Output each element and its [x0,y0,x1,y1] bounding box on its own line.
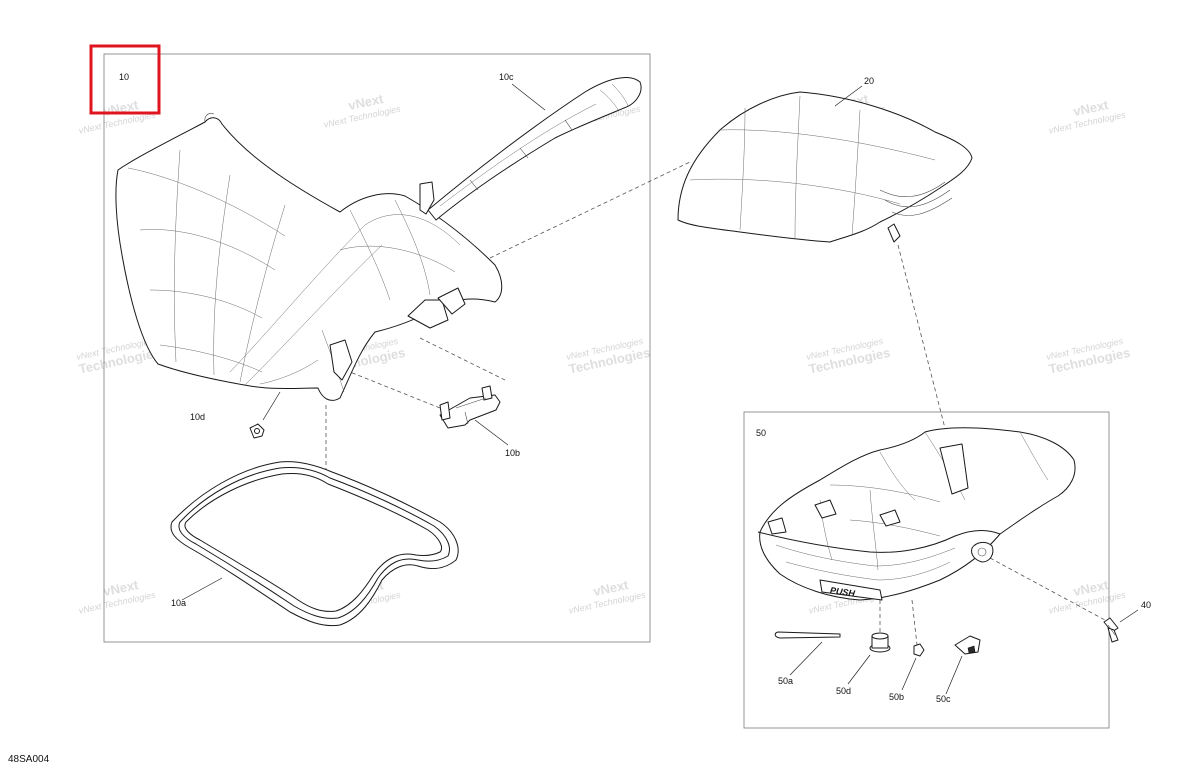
leader-20 [834,85,863,107]
highlight-box[interactable] [89,44,161,115]
rail-part-10c[interactable] [419,77,642,221]
leader-10a [181,577,223,601]
diagram-id: 48SA004 [8,754,50,765]
seal-part-10a[interactable] [170,461,459,627]
callout-50c[interactable]: 50c [936,694,951,704]
callout-10d[interactable]: 10d [190,412,205,422]
callout-10a[interactable]: 10a [171,598,186,608]
svg-text:vNext: vNext [592,577,630,599]
svg-text:vNext: vNext [102,577,140,599]
bolt-part-40[interactable] [1103,617,1119,643]
leader-10b [474,419,509,446]
leader-50d [847,654,871,685]
seat-part[interactable] [115,113,503,401]
callout-10[interactable]: 10 [119,72,129,82]
callout-10b[interactable]: 10b [505,448,520,458]
callout-50a[interactable]: 50a [778,676,793,686]
storage-bin-part-50[interactable]: PUSH [757,427,1076,601]
svg-text:vNext: vNext [1072,577,1110,599]
leader-50b [901,657,917,691]
callout-50b[interactable]: 50b [889,692,904,702]
nut-part-50b[interactable] [913,643,925,657]
callout-20[interactable]: 20 [864,76,874,86]
clip-part-10d[interactable] [249,423,265,439]
callout-10c[interactable]: 10c [499,72,514,82]
watermark: vNext vNext Technologies [78,577,157,616]
watermark: vNext Technologies Technologies [805,336,891,377]
latch-part-10b[interactable] [439,385,501,429]
leader-10d [262,391,281,421]
rivet-part-50d[interactable] [869,632,891,653]
leader-10c [511,83,546,111]
callout-40[interactable]: 40 [1141,600,1151,610]
bracket-part-50c[interactable] [954,635,981,655]
leader-50a [789,641,823,676]
rod-part-50a[interactable] [774,631,841,639]
svg-text:vNext: vNext [1072,97,1110,119]
watermark: vNext vNext Technologies [568,577,647,616]
seat-assembly-frame [103,53,651,643]
storage-bin-frame [743,411,1110,729]
svg-text:vNext: vNext [347,91,385,113]
callout-50d[interactable]: 50d [836,686,851,696]
watermark: vNext vNext Technologies [323,91,402,130]
leader-50c [945,655,963,695]
watermark: vNext vNext Technologies [78,97,157,136]
watermark: vNext vNext Technologies [1048,97,1127,136]
bin-embossing: PUSH [829,585,856,598]
rear-cushion-part-20[interactable] [677,91,973,243]
watermark: vNext Technologies Technologies [1045,336,1131,377]
callout-50[interactable]: 50 [756,428,766,438]
leader-40 [1119,609,1139,623]
watermark: vNext Technologies Technologies [565,336,651,377]
